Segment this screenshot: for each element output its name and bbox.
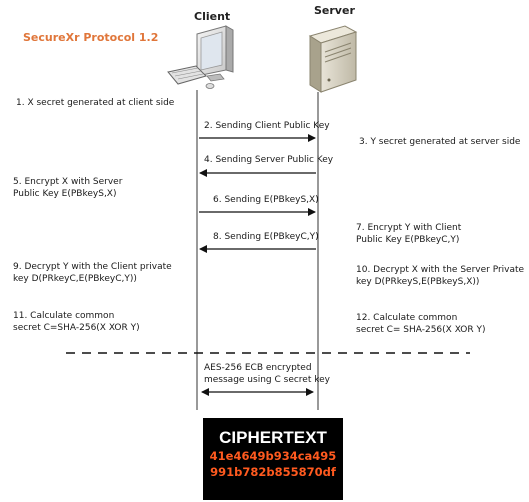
ciphertext-line-1: 41e4649b934ca495 (209, 449, 337, 463)
step-11: 11. Calculate common secret C=SHA-256(X … (13, 311, 140, 333)
step-10: 10. Decrypt X with the Server Private ke… (356, 265, 525, 287)
ciphertext-line-2: 991b782b855870df (210, 465, 336, 479)
step-5: 5. Encrypt X with Server Public Key E(PB… (13, 177, 123, 199)
desktop-computer-icon (167, 25, 234, 89)
message-label-6: 6. Sending E(PBkeyS,X) (213, 195, 319, 205)
step-1: 1. X secret generated at client side (16, 98, 175, 108)
step-9: 9. Decrypt Y with the Client private key… (13, 262, 172, 284)
ciphertext-label: CIPHERTEXT (219, 428, 327, 447)
step-12: 12. Calculate common secret C= SHA-256(X… (356, 313, 486, 335)
message-label-4: 4. Sending Server Public Key (204, 155, 334, 165)
step-3: 3. Y secret generated at server side (359, 137, 521, 147)
step-7: 7. Encrypt Y with Client Public Key E(PB… (356, 223, 462, 245)
message-label-2: 2. Sending Client Public Key (204, 121, 330, 131)
server-label: Server (314, 4, 355, 17)
diagram-title: SecureXr Protocol 1.2 (23, 31, 159, 44)
message-label-8: 8. Sending E(PBkeyC,Y) (213, 232, 319, 242)
client-label: Client (194, 10, 231, 23)
encrypted-channel-label: AES-256 ECB encrypted message using C se… (204, 363, 330, 385)
server-tower-icon (308, 25, 358, 93)
ciphertext-box: CIPHERTEXT 41e4649b934ca495 991b782b8558… (203, 418, 343, 500)
